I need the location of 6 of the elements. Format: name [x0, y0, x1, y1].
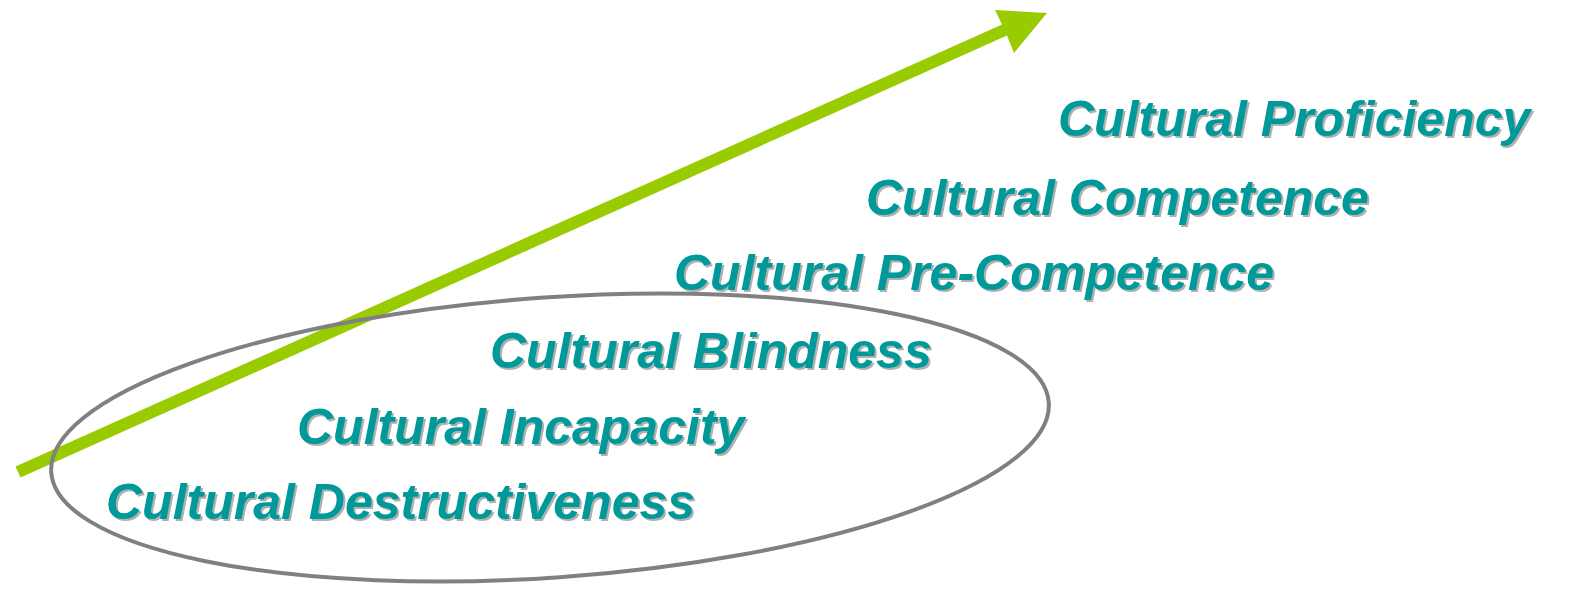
- stage-label: Cultural Pre-Competence: [674, 246, 1275, 300]
- stage-label: Cultural Competence: [866, 171, 1369, 225]
- stage-label: Cultural Blindness: [490, 324, 932, 378]
- stage-label: Cultural Proficiency: [1058, 92, 1531, 146]
- stage-label: Cultural Destructiveness: [106, 475, 696, 529]
- stage-label: Cultural Incapacity: [297, 400, 745, 454]
